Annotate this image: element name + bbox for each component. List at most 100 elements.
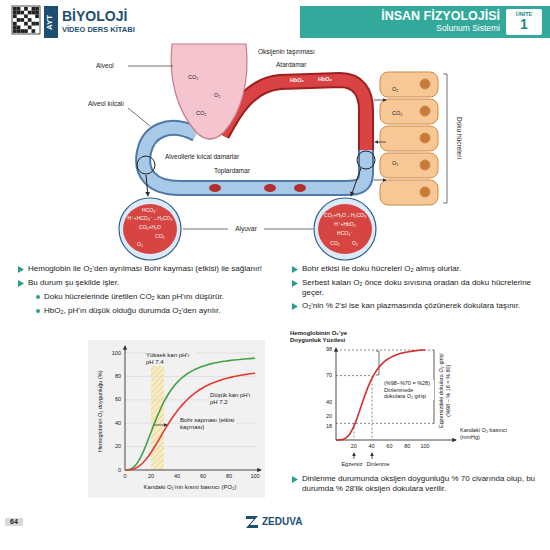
- circle-shape: [420, 160, 430, 170]
- chem-label: CO₂: [392, 110, 412, 117]
- axis-title: Kandaki O₂'nin kısmi basıncı (PO₂): [120, 484, 260, 491]
- chem-label: HbO₂: [290, 77, 312, 84]
- curves: [125, 358, 255, 470]
- qr-module: [20, 18, 24, 22]
- leader-line: [264, 229, 313, 230]
- y-axis: [125, 346, 126, 470]
- qr-module: [13, 7, 17, 11]
- chem-label: CO₂+H₂O→H₂CO₃: [319, 212, 371, 218]
- publisher-name: ZEDUVA: [262, 516, 332, 528]
- qr-module: [17, 26, 21, 30]
- axis-tick: 60: [105, 396, 121, 403]
- circle-shape: [420, 133, 430, 143]
- condition-label: Dinlenme: [360, 461, 396, 468]
- zoom-circle: [357, 151, 375, 169]
- leader-line: [128, 108, 150, 126]
- qr-module: [13, 14, 17, 18]
- part-label: Toplardamar: [202, 167, 262, 175]
- qr-module: [32, 7, 36, 11]
- circle-shape: [420, 79, 430, 89]
- magnified-view: [119, 198, 181, 260]
- axis-tick: 60: [382, 443, 396, 450]
- qr-module: [13, 29, 17, 33]
- unit-title: İNSAN FİZYOLOJİSİ: [381, 10, 500, 24]
- axis-title: Hemoglobinin O₂'ye Doygunluk Yüzdesi: [290, 330, 370, 344]
- chem-label: CO₂: [150, 233, 170, 239]
- bullet-mark: [36, 309, 40, 313]
- chem-label: O₂: [347, 240, 363, 246]
- qr-module: [32, 11, 36, 15]
- chem-label: O₂: [392, 86, 408, 93]
- path-shape: [336, 376, 372, 440]
- axis-tick: 40: [318, 399, 332, 406]
- chem-label: CO₂: [188, 74, 208, 81]
- vein-lumen: [143, 128, 366, 188]
- axis-tick: 80: [105, 373, 121, 380]
- annotation: Egzersizdeki dokulara O₂ girişi (%98 – %…: [438, 348, 451, 432]
- curve-label: Düşük kan pH'ı pH 7.2: [210, 392, 256, 406]
- o2-arrow: [374, 180, 386, 181]
- pointer-arrow: [354, 453, 355, 459]
- body-text: HbO₂, pH'ın düşük olduğu durumda O₂'den …: [44, 306, 266, 316]
- axis-tick: 20: [347, 443, 361, 450]
- qr-module: [17, 29, 21, 33]
- zoom-circle: [137, 156, 155, 174]
- qr-module: [20, 29, 24, 33]
- axis-tick: 60: [195, 473, 211, 480]
- qr-module: [13, 11, 17, 15]
- body-text: Doku hücrelerinde üretilen CO₂ kan pH'ın…: [44, 292, 266, 302]
- alveolus: [171, 44, 247, 139]
- unit-band: İNSAN FİZYOLOJİSİSolunum SistemiÜNİTE1: [300, 6, 550, 38]
- qr-module: [28, 18, 32, 22]
- qr-module: [20, 11, 24, 15]
- bullet-mark: [292, 303, 298, 310]
- qr-module: [35, 14, 39, 18]
- page-number: 64: [5, 518, 23, 526]
- qr-frame: [12, 6, 40, 34]
- bullet-mark: [18, 280, 24, 287]
- x-axis: [125, 470, 261, 471]
- body-text: Bu durum şu şekilde işler.: [28, 278, 266, 288]
- red-cell: [294, 184, 306, 192]
- part-label: Atardamar: [276, 61, 326, 69]
- vein: [143, 128, 366, 188]
- curve-label: Bohr sapması (etkisi kayması): [180, 417, 236, 431]
- rect-shape: [380, 99, 438, 124]
- chart-panel: [88, 340, 265, 498]
- axis-tick: 80: [400, 443, 414, 450]
- axis-tick: 100: [105, 350, 121, 357]
- chem-label: H⁺+HCO₃⁻→H₂CO₃: [124, 215, 176, 221]
- circle-shape: [420, 106, 430, 116]
- chem-label: CO₂: [326, 240, 344, 246]
- axis-tick: 40: [365, 443, 379, 450]
- chem-label: HCO₃⁻: [135, 207, 165, 213]
- body-text: Dinlenme durumunda oksijen doygunluğu % …: [302, 474, 540, 493]
- bullet-mark: [18, 266, 24, 273]
- curve-high-ph: [125, 358, 255, 470]
- magnified-view: [314, 198, 376, 260]
- shift-arrow: [154, 425, 167, 426]
- chem-label: CO₂: [196, 110, 216, 117]
- axis-tick: 0: [117, 473, 133, 480]
- qr-code: [13, 7, 39, 33]
- erythrocyte: [318, 204, 372, 254]
- qr-module: [17, 7, 21, 11]
- part-label: Alveollerle kılcal damarlar: [165, 153, 265, 161]
- bullet-mark: [292, 476, 298, 483]
- bullet-mark: [36, 295, 40, 299]
- axis-tick: 98: [318, 346, 332, 353]
- chem-label: HCO₃⁻: [330, 230, 360, 236]
- qr-module: [24, 29, 28, 33]
- axis-tick: 70: [318, 372, 332, 379]
- erythrocyte: [123, 204, 177, 254]
- book-subtitle: VİDEO DERS KİTABI: [62, 25, 182, 34]
- body-text: O₂'nin % 2'si ise kan plazmasında çözüne…: [302, 301, 540, 311]
- guide-lines: [336, 350, 434, 440]
- axis-tick: 20: [143, 473, 159, 480]
- part-label: Alveol: [96, 62, 126, 70]
- qr-module: [28, 26, 32, 30]
- red-cell: [209, 184, 221, 192]
